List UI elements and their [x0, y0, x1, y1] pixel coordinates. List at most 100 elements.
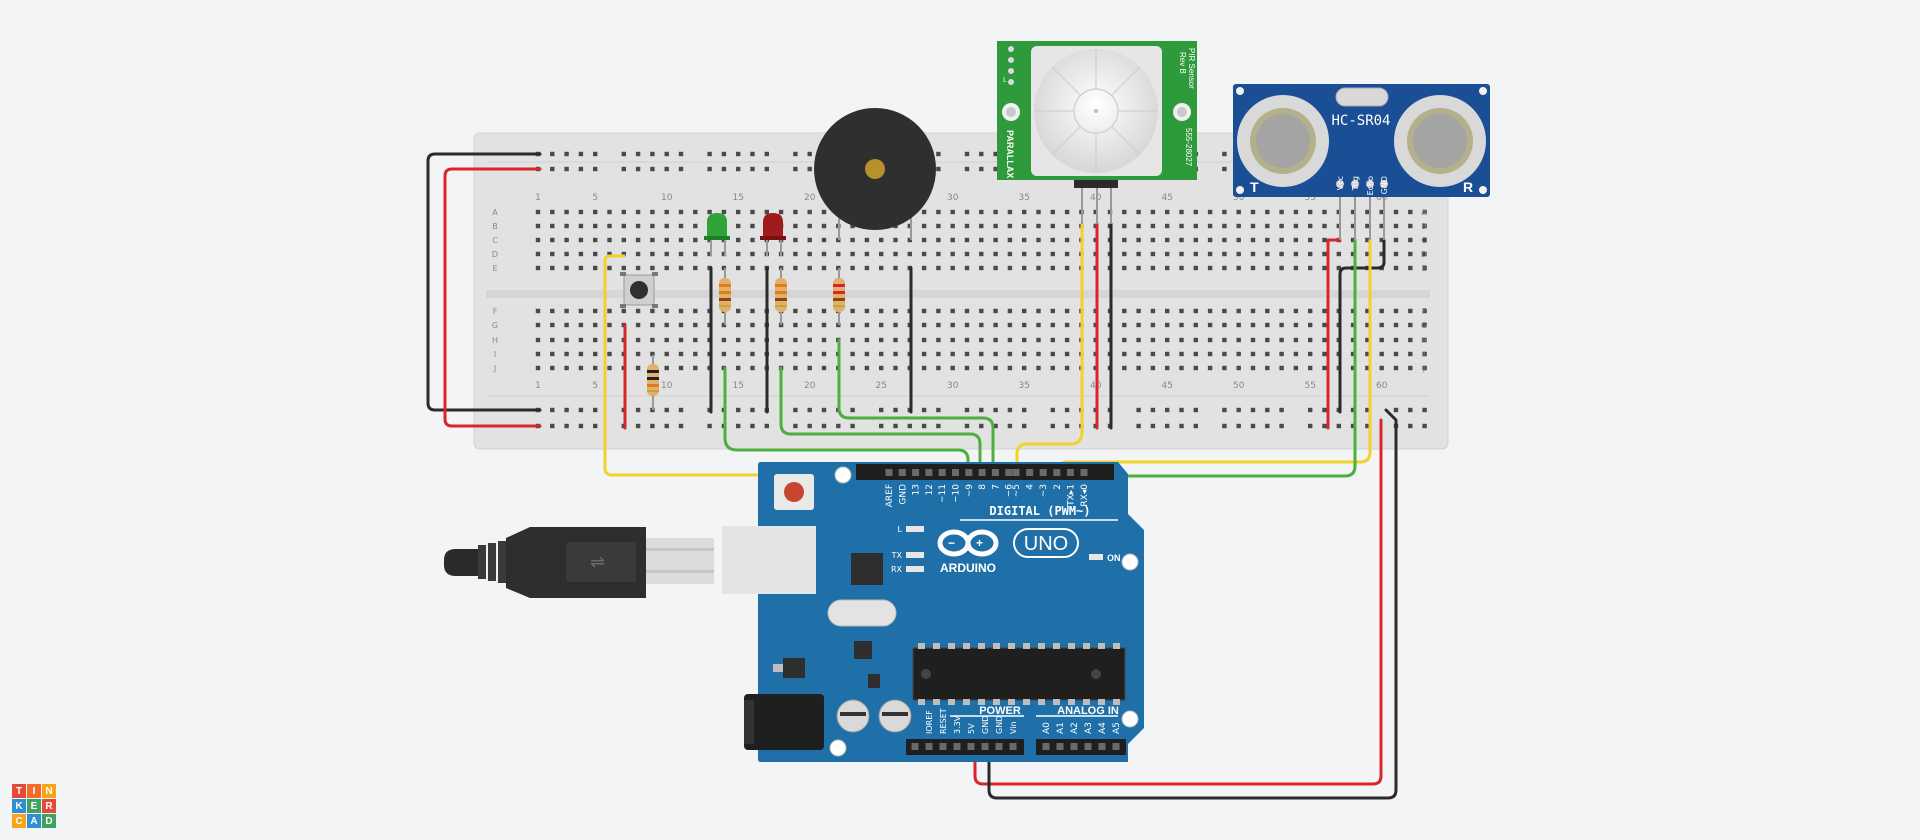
reset-button[interactable]: [784, 482, 804, 502]
led-green[interactable]: [704, 213, 730, 256]
wire-yellow-button[interactable]: [603, 254, 982, 477]
digital-pin-label: 2: [1053, 484, 1063, 490]
ultrasonic-pin-label: Trig: [1351, 176, 1360, 191]
pushbutton[interactable]: [620, 272, 658, 308]
row-letter: G: [492, 321, 498, 330]
wire-green-led-red[interactable]: [779, 366, 982, 476]
wire-red-ultra[interactable]: [1326, 238, 1342, 430]
row-letter: C: [492, 236, 498, 245]
row-letter: A: [1421, 208, 1427, 217]
usb-icon: ⇌: [590, 552, 605, 572]
digital-pin-label: AREF: [885, 484, 895, 507]
logo-letter: R: [42, 799, 56, 813]
resistor-led-red[interactable]: [775, 268, 787, 325]
logo-letter: A: [27, 814, 41, 828]
ultrasonic-pin: [1380, 180, 1388, 188]
row-letter: J: [1422, 364, 1425, 373]
usb-port: [722, 526, 816, 594]
digital-pin-label: ~5: [1012, 484, 1022, 497]
column-number: 5: [592, 193, 598, 203]
wire-black-rail-left[interactable]: [426, 152, 542, 412]
column-number: 55: [1304, 193, 1315, 203]
led-red[interactable]: [760, 213, 786, 256]
ultrasonic-pin: [1351, 180, 1359, 188]
row-letter: C: [1421, 236, 1427, 245]
row-letter: D: [1421, 250, 1427, 259]
row-letter: F: [493, 307, 498, 316]
power-header[interactable]: [906, 739, 1024, 755]
digital-pin-label: 12: [925, 484, 935, 495]
column-number: 35: [1018, 193, 1029, 203]
column-number: 20: [804, 381, 816, 391]
power-pin-label: 5V: [967, 723, 976, 734]
digital-pin-label: ~11: [938, 484, 948, 503]
onboard-led-label: L: [898, 525, 903, 534]
column-number: 45: [1161, 381, 1172, 391]
ultrasonic-pin: [1366, 180, 1374, 188]
wire-black-ultra[interactable]: [1338, 238, 1386, 414]
column-number: 35: [1018, 381, 1029, 391]
atmega-chip: [912, 647, 1126, 701]
row-letter: E: [492, 264, 497, 273]
pir-pin-label: L: [1003, 77, 1007, 84]
row-letter: A: [492, 208, 498, 217]
column-number: 30: [947, 381, 959, 391]
pir-title: PIR Sensor: [1187, 48, 1196, 89]
row-letter: H: [1421, 336, 1427, 345]
wire-green-led-green[interactable]: [723, 366, 970, 476]
digital-pin-label: 13: [912, 484, 922, 495]
logo-letter: E: [27, 799, 41, 813]
arduino-model: UNO: [1024, 533, 1068, 555]
row-letter: F: [1422, 307, 1427, 316]
wire-black-gnd[interactable]: [987, 408, 1398, 800]
logo-letter: D: [42, 814, 56, 828]
column-number: 55: [1304, 381, 1315, 391]
column-numbers: 1155101015152020252530303535404045455050…: [535, 193, 1388, 391]
usb-cable[interactable]: ⇌: [444, 527, 714, 598]
logo-letter: T: [12, 784, 26, 798]
pir-sensor[interactable]: L PARALLAX PIR Sensor Rev B 555-28027: [997, 41, 1197, 224]
ultrasonic-pin: [1336, 180, 1344, 188]
digital-pin-label: 4: [1026, 484, 1036, 490]
wire-green-buzzer[interactable]: [837, 338, 995, 476]
digital-pin-label: ~6: [1005, 484, 1015, 498]
svg-text:−: −: [948, 536, 955, 550]
svg-text:+: +: [976, 536, 983, 550]
digital-pin-label: 8: [978, 484, 988, 490]
ultrasonic-pin-label: Echo: [1366, 176, 1375, 196]
power-jack: [744, 694, 824, 750]
analog-pin-label: A4: [1098, 722, 1108, 734]
analog-pin-label: A1: [1056, 722, 1066, 734]
analog-pin-label: A5: [1112, 722, 1122, 734]
ultrasonic-model: HC-SR04: [1331, 113, 1390, 129]
power-header-holes: [911, 743, 1120, 750]
power-label: POWER: [979, 705, 1021, 717]
row-letter: I: [1423, 350, 1425, 359]
resistor-buzzer[interactable]: [833, 268, 845, 325]
digital-pin-label: GND: [898, 484, 908, 505]
column-number: 45: [1161, 193, 1172, 203]
column-number: 1: [535, 381, 541, 391]
row-letter: B: [1421, 222, 1427, 231]
ultrasonic-r-label: R: [1463, 179, 1473, 195]
pir-rev: Rev B: [1178, 52, 1187, 74]
wire-yellow-pir[interactable]: [1015, 222, 1084, 476]
resistor-led-green[interactable]: [719, 268, 731, 325]
column-number: 15: [732, 381, 743, 391]
power-pin-label: GND: [981, 716, 990, 734]
column-number: 50: [1233, 193, 1245, 203]
column-number: 40: [1090, 193, 1102, 203]
piezo-buzzer[interactable]: [814, 108, 936, 240]
column-number: 10: [661, 381, 673, 391]
resistor-button[interactable]: [647, 355, 659, 410]
ultrasonic-pin-label: Vcc: [1336, 176, 1345, 190]
wire-red-5v[interactable]: [973, 418, 1383, 786]
wire-red-rail-left[interactable]: [443, 167, 542, 428]
